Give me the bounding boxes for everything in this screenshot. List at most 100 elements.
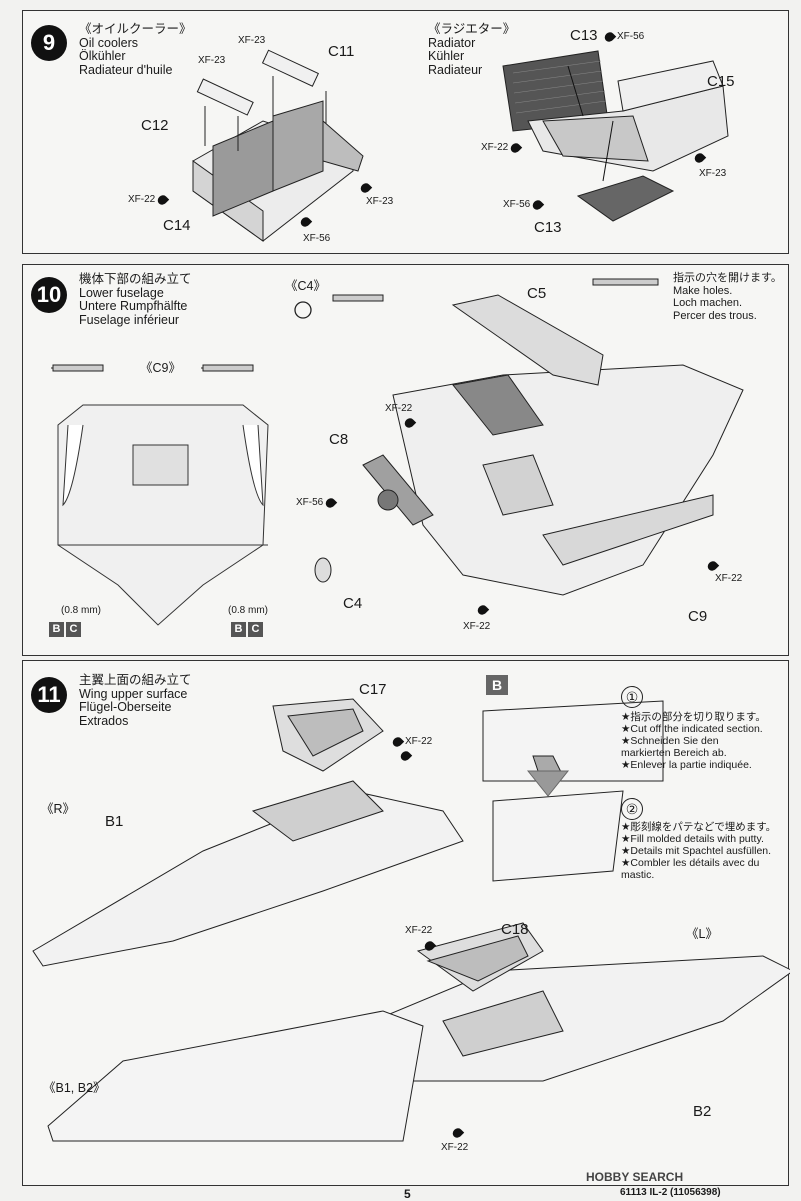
paint-callout: XF-23	[198, 55, 225, 66]
step-11-illustration	[32, 698, 790, 1142]
code-b: B	[231, 622, 246, 637]
step-11-panel: 11 主翼上面の組み立て Wing upper surface Flügel-O…	[22, 660, 790, 1186]
paint-code: XF-22	[128, 194, 156, 205]
note-fr: ★Enlever la partie indiquée.	[621, 759, 752, 771]
note-de: markierten Bereich ab.	[621, 747, 727, 759]
title-jp: 《オイルクーラー》	[79, 22, 192, 36]
drill-size-label: (0.8 mm)	[61, 605, 101, 616]
title-de: Untere Rumpfhälfte	[79, 299, 188, 313]
title-jp: 機体下部の組み立て	[79, 272, 192, 286]
part-label: B2	[693, 1103, 712, 1120]
code-c: C	[248, 622, 263, 637]
paint-callout: XF-22	[481, 140, 523, 155]
title-de: Ölkühler	[79, 49, 126, 63]
title-fr: Radiateur d'huile	[79, 62, 173, 77]
view-label: 《B1, B2》	[43, 1081, 106, 1095]
part-label: C5	[527, 285, 547, 302]
part-label: C18	[501, 921, 529, 938]
part-label: C8	[329, 431, 349, 448]
paint-drop-icon	[602, 29, 617, 44]
step-10-panel: 10 機体下部の組み立て Lower fuselage Untere Rumpf…	[22, 264, 789, 656]
step-number-badge: 10	[31, 277, 67, 313]
paint-code: XF-56	[503, 199, 531, 210]
note-en: Make holes.	[673, 284, 733, 297]
paint-callout: XF-23	[366, 196, 393, 207]
paint-callout	[692, 151, 707, 165]
step-10-title: 機体下部の組み立て Lower fuselage Untere Rumpfhäl…	[79, 272, 192, 327]
part-label: C12	[141, 117, 169, 134]
title-en: Oil coolers	[79, 35, 139, 50]
title-en: Radiator	[428, 35, 476, 50]
paint-callout: XF-22	[463, 621, 490, 632]
note-1: ★指示の部分を切り取ります。 ★Cut off the indicated se…	[621, 711, 766, 771]
paint-code: XF-22	[463, 621, 491, 632]
code-c: C	[66, 622, 81, 637]
paint-code: XF-56	[303, 233, 331, 244]
title-fr: Radiateur	[428, 62, 483, 77]
view-label: 《C4》	[285, 279, 326, 293]
paint-callout: XF-23	[699, 168, 726, 179]
paint-code: XF-56	[296, 497, 324, 508]
paint-callout: XF-22	[128, 192, 170, 207]
paint-code: XF-23	[699, 168, 727, 179]
part-label: C11	[328, 43, 355, 60]
note-de: Loch machen.	[673, 297, 743, 309]
note-number: ①	[621, 686, 643, 708]
make-holes-note: 指示の穴を開けます。 Make holes. Loch machen. Perc…	[673, 272, 782, 322]
drill-size-label: (0.8 mm)	[228, 605, 268, 616]
title-fr: Extrados	[79, 713, 129, 728]
note-number: ②	[621, 798, 643, 820]
view-label: 《L》	[686, 927, 718, 941]
paint-callout: XF-56	[602, 29, 644, 44]
paint-code: XF-22	[405, 925, 433, 936]
step-number-badge: 9	[31, 25, 67, 61]
note-fr: ★Combler les détails avec du	[621, 857, 760, 869]
note-2: ★彫刻線をパテなどで埋めます。 ★Fill molded details wit…	[621, 821, 776, 881]
title-en: Wing upper surface	[79, 686, 188, 701]
paint-callout: XF-22	[390, 734, 432, 749]
part-label: C17	[359, 681, 387, 698]
paint-callout	[475, 603, 490, 617]
paint-callout	[705, 559, 720, 573]
part-label: C9	[688, 608, 708, 625]
note-fr: Percer des trous.	[673, 309, 757, 322]
paint-drop-icon	[390, 734, 405, 749]
step-9-left-title: 《オイルクーラー》 Oil coolers Ölkühler Radiateur…	[79, 22, 192, 77]
step-10-illustration	[51, 278, 744, 626]
title-de: Kühler	[428, 49, 465, 63]
page-number: 5	[404, 1187, 411, 1201]
step-9-panel: 9 《オイルクーラー》 Oil coolers Ölkühler Radiate…	[22, 10, 789, 254]
paint-callout	[298, 215, 313, 229]
step-number-badge: 11	[31, 677, 67, 713]
title-jp: 主翼上面の組み立て	[79, 673, 192, 687]
paint-code: XF-22	[481, 142, 509, 153]
paint-callout: XF-56	[503, 197, 545, 212]
note-de: ★Details mit Spachtel ausfüllen.	[621, 845, 772, 857]
kit-code: 61113 IL-2 (11056398)	[620, 1187, 721, 1198]
note-en: ★Fill molded details with putty.	[621, 833, 764, 845]
paint-callout	[358, 181, 373, 195]
paint-code: XF-22	[385, 403, 413, 414]
paint-code: XF-23	[238, 35, 266, 46]
note-en: ★Cut off the indicated section.	[621, 723, 763, 735]
paint-callout	[450, 1126, 465, 1140]
note-fr: mastic.	[621, 869, 655, 881]
paint-callout: XF-22	[441, 1142, 468, 1153]
note-jp: ★指示の部分を切り取ります。	[621, 711, 766, 723]
paint-callout	[402, 416, 417, 430]
paint-callout	[422, 939, 437, 953]
title-fr: Fuselage inférieur	[79, 312, 180, 327]
note-jp: 指示の穴を開けます。	[673, 272, 782, 284]
view-label: 《C9》	[140, 361, 181, 375]
paint-code: XF-22	[441, 1142, 469, 1153]
note-jp: ★彫刻線をパテなどで埋めます。	[621, 821, 777, 833]
watermark: HOBBY SEARCH	[586, 1170, 684, 1184]
step-9-illustration	[192, 49, 729, 242]
part-label: C15	[707, 73, 735, 90]
paint-callout: XF-22	[715, 573, 742, 584]
part-label: B1	[105, 813, 124, 830]
title-jp: 《ラジエター》	[428, 22, 516, 36]
part-label: C4	[343, 595, 363, 612]
